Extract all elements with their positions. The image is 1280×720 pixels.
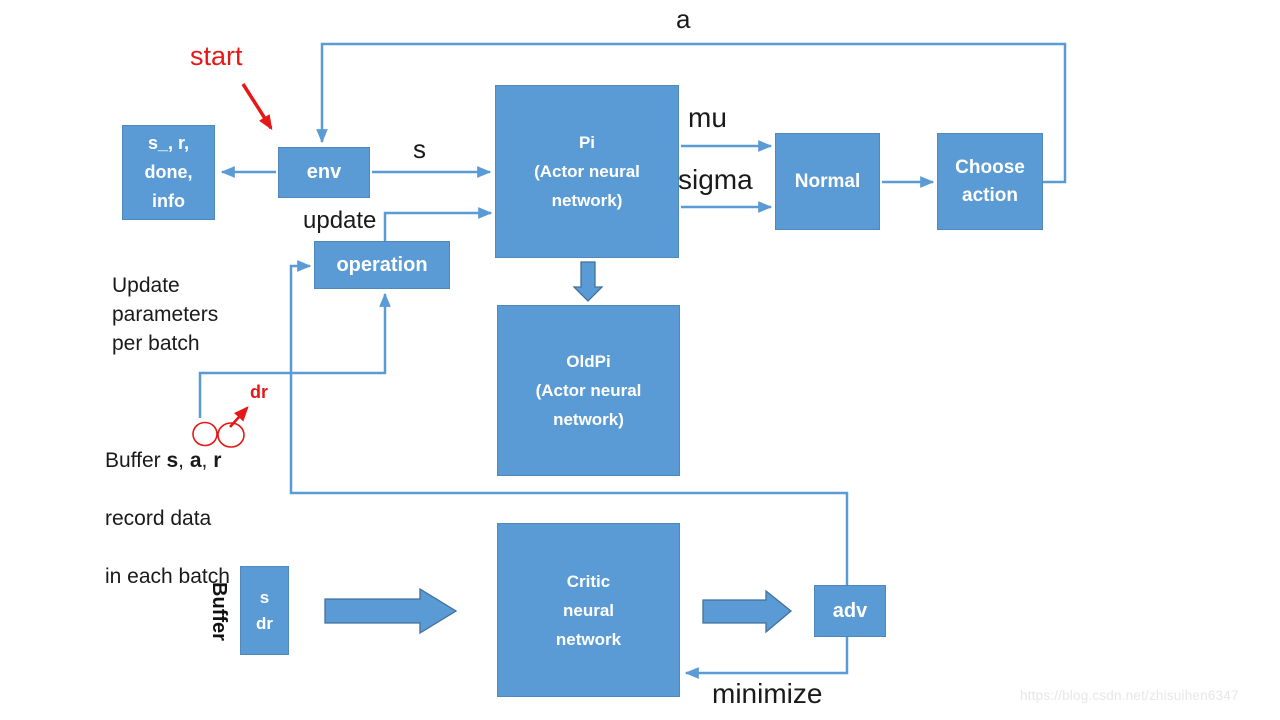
pi-actor-network-box: Pi (Actor neural network) <box>495 85 679 258</box>
buffer-note-sep2: , <box>201 449 208 472</box>
operation-box: operation <box>314 241 450 289</box>
update-parameters-note: Update parameters per batch <box>112 274 219 355</box>
choose-action-box: Choose action <box>937 133 1043 230</box>
sdr-to-critic-block-arrow <box>324 587 458 635</box>
buffer-note-line3: in each batch <box>105 565 230 588</box>
update-label: update <box>303 207 377 234</box>
buffer-note-r-circled: r <box>213 449 222 472</box>
buffer-note-line1: Buffer s, a, r <box>105 446 230 475</box>
env-box: env <box>278 147 370 198</box>
buffer-sdr-box: s dr <box>240 566 289 655</box>
adv-minimize-to-critic-arrow <box>684 637 849 679</box>
action-label: a <box>676 4 691 34</box>
buffer-to-operation-arrow <box>198 292 391 418</box>
dr-annotation: dr <box>250 382 268 402</box>
critic-network-box: Critic neural network <box>497 523 680 697</box>
sigma-label: sigma <box>678 164 753 195</box>
normal-distribution-box: Normal <box>775 133 880 230</box>
minimize-label: minimize <box>712 678 823 709</box>
state-output-box: s_, r, done, info <box>122 125 215 220</box>
start-arrow <box>241 83 273 131</box>
start-annotation: start <box>190 41 243 71</box>
buffer-record-note: Buffer s, a, r record data in each batch <box>105 417 230 620</box>
oldpi-actor-network-box: OldPi (Actor neural network) <box>497 305 680 476</box>
buffer-vertical-label: Buffer <box>207 582 230 641</box>
operation-update-to-pi-arrow <box>383 207 493 241</box>
buffer-note-line2: record data <box>105 507 212 530</box>
buffer-note-s: s <box>166 449 179 472</box>
buffer-note-prefix: Buffer <box>105 449 167 472</box>
adv-box: adv <box>814 585 886 637</box>
pi-to-oldpi-block-arrow <box>572 261 604 302</box>
critic-to-adv-block-arrow <box>702 589 793 634</box>
mu-label: mu <box>688 102 727 133</box>
state-label: s <box>413 134 426 164</box>
dr-arrow <box>229 406 249 428</box>
watermark-url: https://blog.csdn.net/zhisuihen6347 <box>1020 688 1239 703</box>
buffer-note-sep1: , <box>178 449 190 472</box>
buffer-note-a-circled: a <box>189 449 202 472</box>
